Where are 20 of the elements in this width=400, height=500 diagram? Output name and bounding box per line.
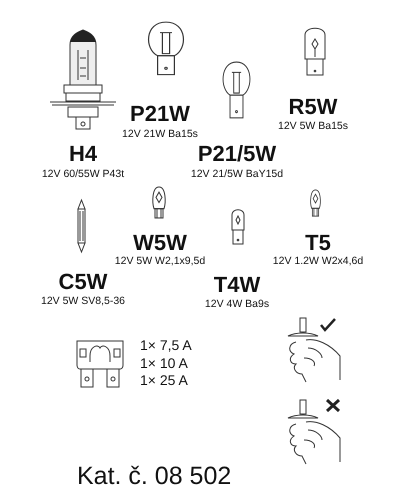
bulb-spec-label: 12V 5W Ba15s (278, 121, 348, 132)
bulb-spec-label: 12V 5W W2,1x9,5d (114, 256, 206, 266)
bulb-type-label: R5W (288, 96, 338, 118)
bulb-type-label: P21W (130, 103, 190, 125)
bulb-type-label: T4W (214, 274, 260, 296)
bulb-type-label: T5 (305, 232, 331, 254)
bulb-type-label: W5W (133, 232, 187, 254)
bulb-spec-label: 12V 60/55W P43t (42, 169, 124, 180)
fuse-rating-label: 1× 25 A (140, 373, 188, 387)
bulb-spec-label: 12V 1.2W W2x4,6d (272, 256, 364, 266)
bulb-type-label: P21/5W (198, 143, 276, 165)
bulb-type-label: H4 (68, 143, 98, 165)
bulb-type-label: C5W (58, 271, 108, 293)
bulb-spec-label: 12V 21W Ba15s (122, 129, 198, 140)
bulb-spec-label: 12V 5W SV8,5-36 (40, 296, 126, 306)
catalog-number: Kat. č. 08 502 (77, 464, 232, 489)
bulb-spec-label: 12V 4W Ba9s (204, 299, 270, 310)
fuse-rating-label: 1× 10 A (140, 356, 188, 370)
fuse-rating-label: 1× 7,5 A (140, 338, 192, 352)
bulb-spec-label: 12V 21/5W BaY15d (190, 169, 284, 180)
